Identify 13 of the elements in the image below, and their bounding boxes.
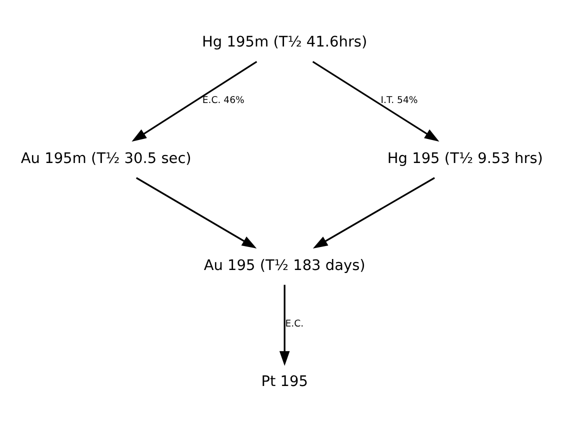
node-text: Hg 195m (T½ 41.6hrs) <box>202 34 368 50</box>
arrow <box>312 60 440 142</box>
node-text: Au 195m (T½ 30.5 sec) <box>20 150 192 166</box>
edge-label: E.C. <box>285 318 304 329</box>
edge-label: E.C. 46% <box>202 94 244 106</box>
node-text: Hg 195 (T½ 9.53 hrs) <box>387 150 543 166</box>
arrow <box>132 60 258 142</box>
node-text: Au 195 (T½ 183 days) <box>204 257 366 274</box>
edge-label: I.T. 54% <box>380 94 418 106</box>
arrow <box>312 176 435 248</box>
node-text: Pt 195 <box>261 374 308 390</box>
arrow <box>279 284 290 366</box>
arrow <box>136 176 257 248</box>
